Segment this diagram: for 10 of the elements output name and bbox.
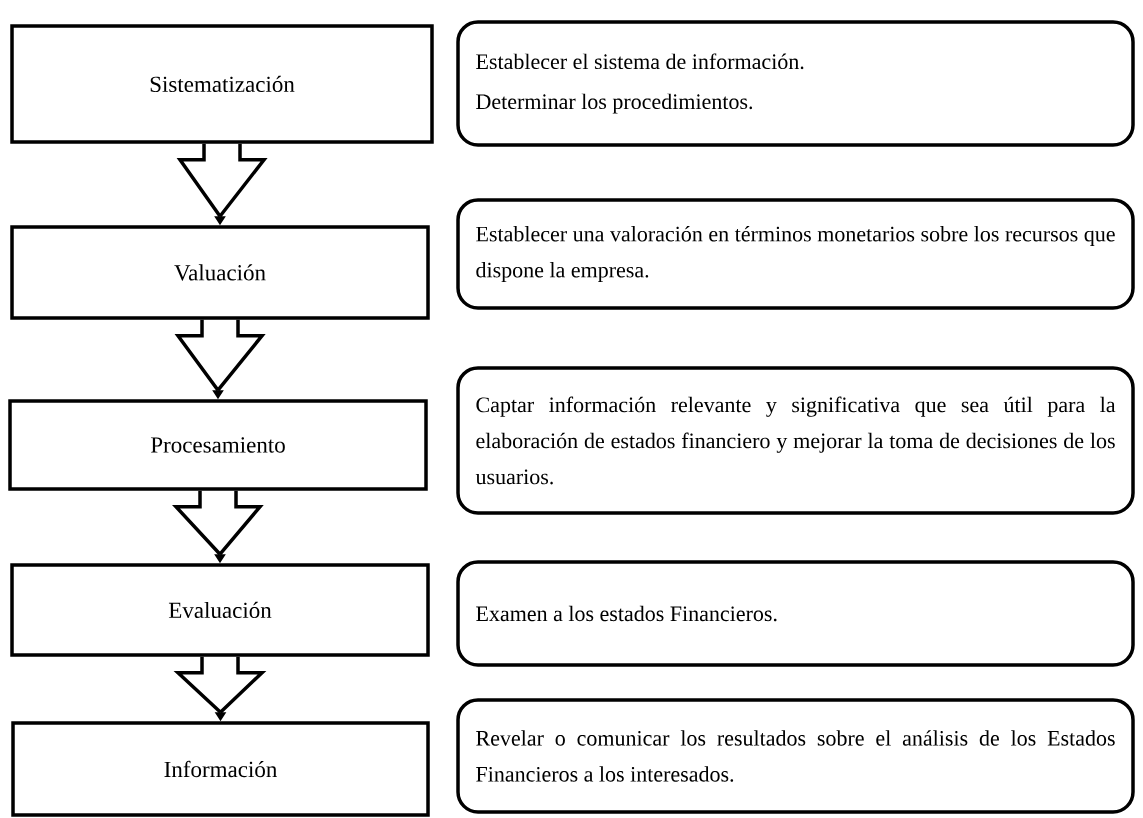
step-box: Información [11, 721, 430, 817]
step-box: Procesamiento [8, 399, 428, 491]
description-box: Examen a los estados Financieros. [456, 560, 1135, 667]
description-box: Captar información relevante y significativa que sea útil para la elaboración de estados financiero y mejorar la toma de decisiones de los usuarios. [456, 366, 1135, 515]
description-box: Establecer una valoración en términos monetarios sobre los recursos que dispone la empresa. [456, 198, 1135, 310]
description-box: Establecer el sistema de información. Determinar los procedimientos. [456, 20, 1135, 147]
step-box: Sistematización [10, 24, 434, 144]
step-box: Valuación [10, 225, 430, 320]
description-box: Revelar o comunicar los resultados sobre el análisis de los Estados Financieros a los interesados. [456, 698, 1135, 814]
step-box: Evaluación [10, 563, 430, 657]
